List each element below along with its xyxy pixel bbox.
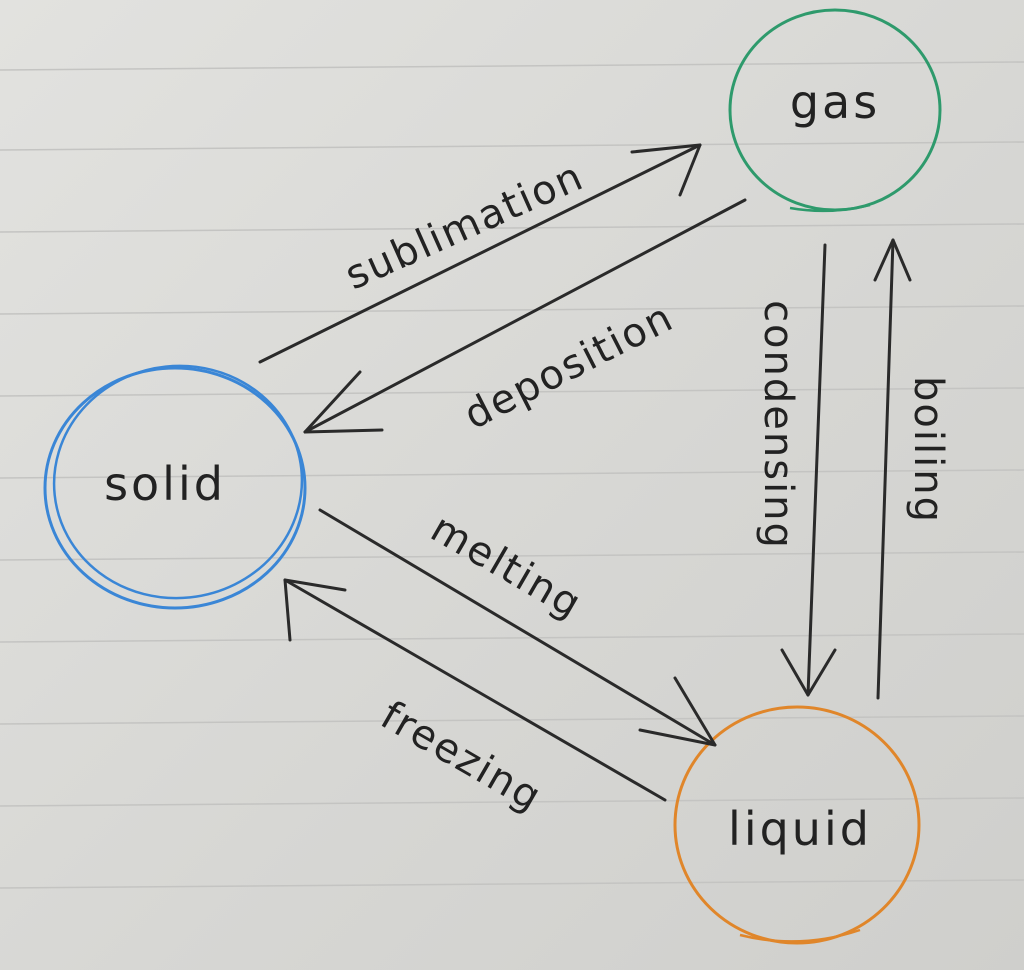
label-condensing: condensing xyxy=(755,300,801,550)
node-solid: solid xyxy=(43,364,307,610)
node-solid-label: solid xyxy=(104,457,226,511)
label-boiling: boiling xyxy=(905,376,951,524)
arrow-melting: melting xyxy=(318,505,717,747)
label-deposition: deposition xyxy=(457,294,681,439)
arrow-condensing: condensing xyxy=(755,243,837,697)
label-sublimation: sublimation xyxy=(338,153,590,299)
arrow-boiling: boiling xyxy=(873,238,951,700)
label-melting: melting xyxy=(423,505,590,628)
node-liquid: liquid xyxy=(673,705,921,945)
node-gas-label: gas xyxy=(790,75,880,129)
arrow-freezing: freezing xyxy=(283,578,667,821)
node-gas: gas xyxy=(728,8,942,213)
node-liquid-label: liquid xyxy=(728,802,872,856)
arrow-deposition: deposition xyxy=(303,198,747,439)
paper-rules xyxy=(0,61,1024,889)
